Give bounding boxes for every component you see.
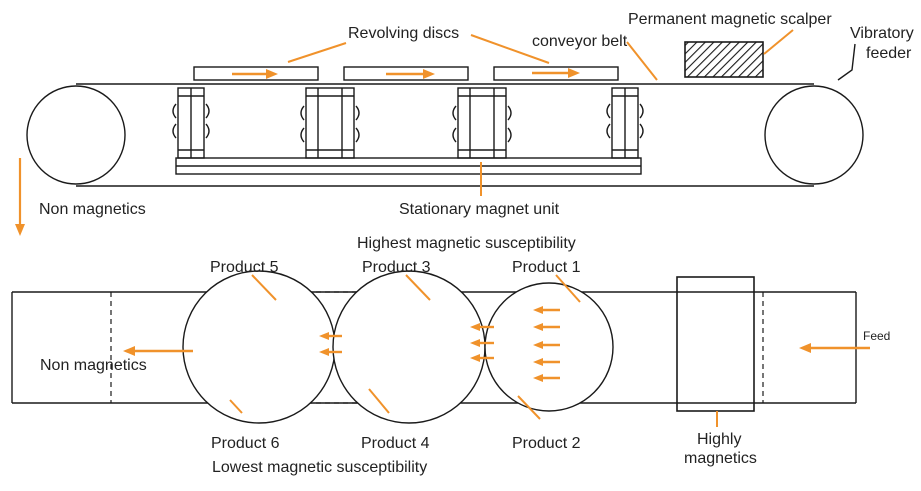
product-1-pickup-arrows [533, 306, 560, 382]
conveyor-belt [76, 83, 814, 187]
product-2-label: Product 2 [512, 435, 581, 452]
vibratory-feeder-label-line1: Vibratory [850, 25, 914, 42]
separation-discs [182, 270, 614, 424]
highly-magnetics-label-line1: Highly [697, 431, 741, 448]
magnet-coil [606, 87, 644, 159]
disc-arrow [532, 68, 580, 78]
non-magnetics-discharge-arrow [15, 158, 25, 236]
product-5-label: Product 5 [210, 259, 279, 276]
highest-susceptibility-label: Highest magnetic susceptibility [357, 235, 576, 252]
disc-arrow [386, 69, 435, 79]
right-pulley [764, 85, 864, 185]
disc-rotation-arrows [232, 68, 580, 79]
magnet-coils [172, 87, 644, 159]
stationary-magnet-unit [175, 157, 642, 175]
vibratory-feeder-label-line2: feeder [866, 45, 912, 62]
product-6-label: Product 6 [211, 435, 280, 452]
stationary-magnet-unit-label: Stationary magnet unit [399, 201, 560, 218]
flow-arrows [123, 306, 870, 382]
lowest-susceptibility-label: Lowest magnetic susceptibility [212, 459, 427, 476]
non-magnetics-arrow [123, 346, 193, 356]
conveyor-belt-label: conveyor belt [532, 33, 628, 50]
product-leader-lines [229, 274, 718, 427]
scalper-label: Permanent magnetic scalper [628, 11, 832, 28]
top-leader-lines [287, 29, 856, 196]
disc-products-5-6 [182, 270, 336, 424]
magnet-coil [172, 87, 210, 159]
left-pulley [26, 85, 126, 185]
feed-label: Feed [863, 329, 890, 343]
revolving-discs-label: Revolving discs [348, 25, 459, 42]
disc-arrow [232, 69, 278, 79]
product-3-label: Product 3 [362, 259, 431, 276]
top-non-magnetics-label: Non magnetics [39, 201, 146, 218]
product-3-pickup-arrows [470, 323, 494, 362]
magnet-coil [452, 87, 512, 159]
feed-arrow [799, 343, 870, 353]
top-side-view: Revolving discs conveyor belt Permanent … [15, 11, 914, 236]
dashed-edges [110, 291, 764, 404]
disc-products-3-4 [332, 270, 486, 424]
bottom-top-view: Highest magnetic susceptibility Product … [11, 235, 890, 476]
disc-products-1-2 [484, 282, 614, 412]
magnet-coil [300, 87, 360, 159]
product-4-label: Product 4 [361, 435, 430, 452]
highly-magnetics-label-line2: magnetics [684, 450, 757, 467]
bottom-non-magnetics-label: Non magnetics [40, 357, 147, 374]
permanent-magnetic-scalper [684, 41, 764, 78]
product-5-pickup-arrows [319, 332, 342, 356]
product-1-label: Product 1 [512, 259, 581, 276]
highly-magnetics-scalper-box [676, 276, 755, 412]
